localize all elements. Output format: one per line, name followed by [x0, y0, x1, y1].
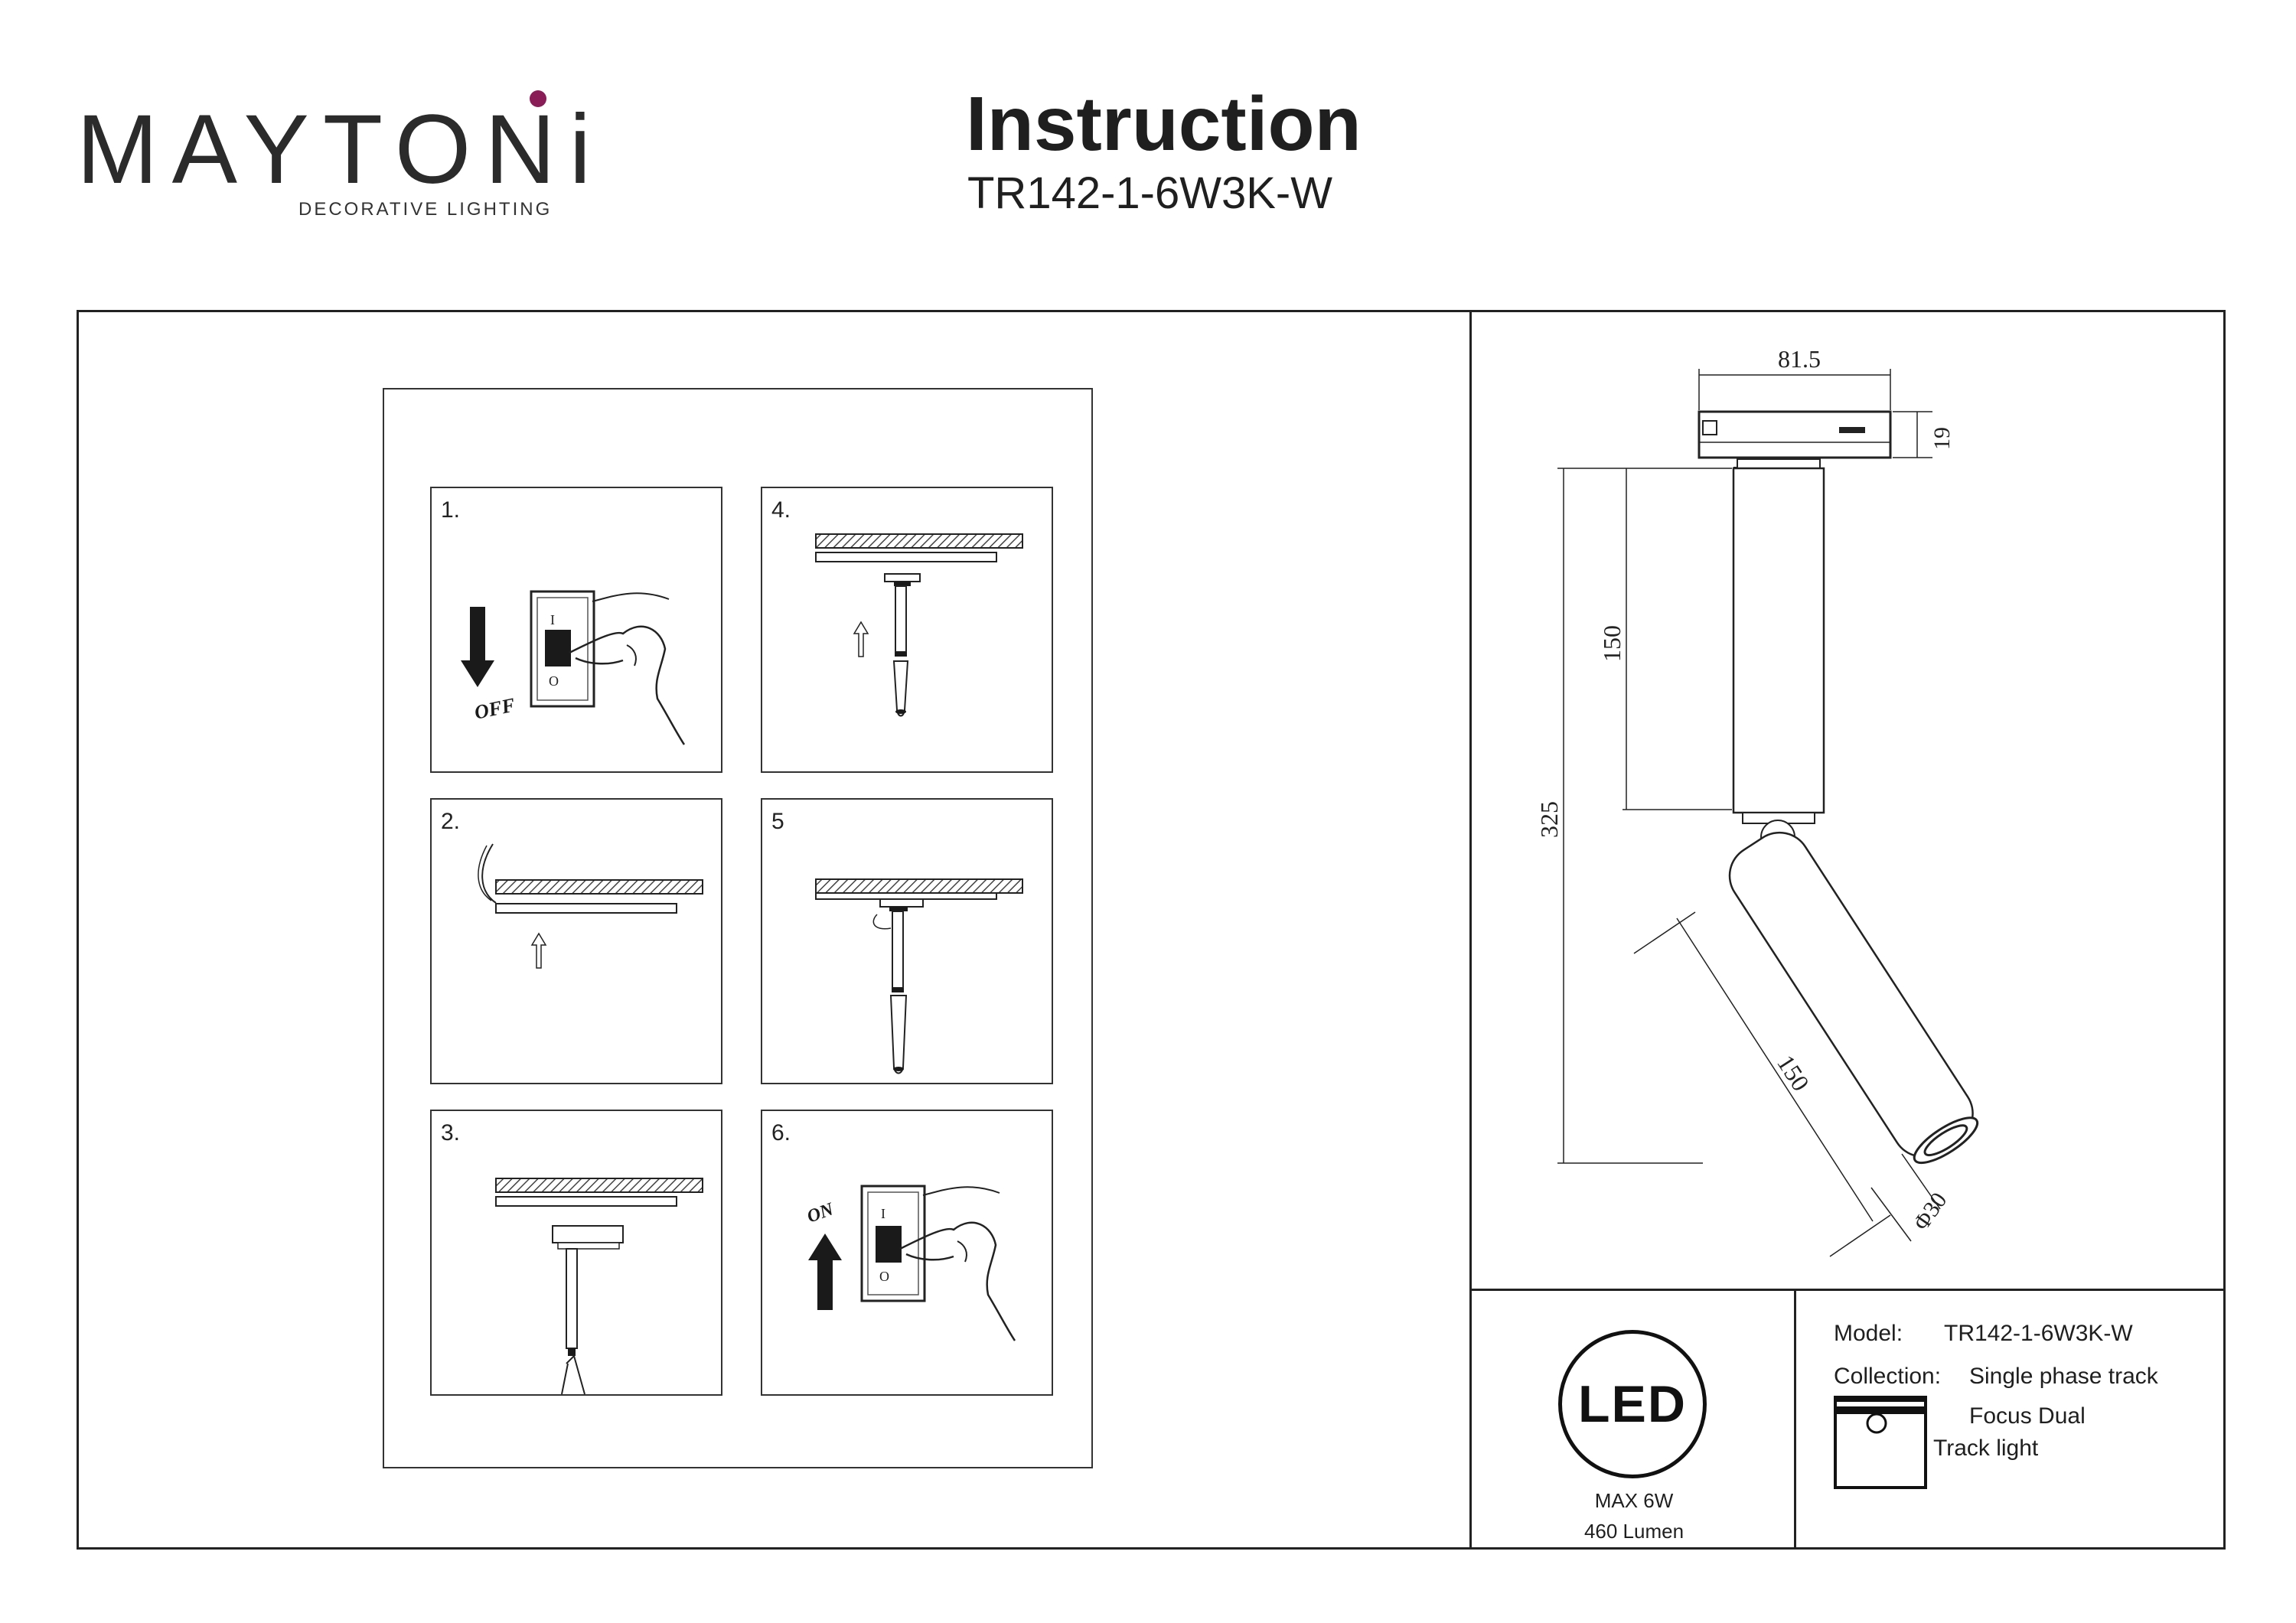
- spec-model-value: TR142-1-6W3K-W: [1944, 1321, 2133, 1346]
- led-power: MAX 6W: [1594, 1489, 1674, 1512]
- installation-steps: [383, 388, 1093, 1468]
- switch-off-label: OFF: [472, 693, 517, 723]
- step-2-number: 2.: [441, 809, 461, 834]
- step-6-panel: 6. ON I O: [761, 1110, 1053, 1396]
- step-5-number: 5: [771, 809, 784, 834]
- spec-collection-value-2: Focus Dual: [1969, 1403, 2086, 1429]
- switch-on-mark-6: I: [881, 1206, 885, 1221]
- step-3-panel: 3.: [430, 1110, 722, 1396]
- step-2-panel: 2.: [430, 798, 722, 1084]
- dimension-drawing: 81.5 19 150 325 150 Φ30: [1535, 345, 1979, 1257]
- switch-off-mark-6: O: [879, 1269, 889, 1284]
- model-code: TR142-1-6W3K-W: [967, 168, 1332, 218]
- brand-tagline: DECORATIVE LIGHTING: [298, 199, 553, 220]
- step-4-number: 4.: [771, 497, 791, 523]
- mount-adapter-illustration: [495, 1178, 703, 1394]
- spec-model-label: Model:: [1834, 1321, 1903, 1346]
- switch-on-label: ON: [804, 1199, 837, 1227]
- dim-total-label: 325: [1535, 801, 1563, 838]
- switch-off-mark: O: [549, 673, 559, 689]
- led-lumen: 460 Lumen: [1583, 1520, 1684, 1543]
- step-3-number: 3.: [441, 1120, 461, 1146]
- dim-stem-label: 150: [1598, 625, 1626, 662]
- page-title: Instruction: [966, 81, 1362, 167]
- brand-logo-dot: [530, 90, 546, 107]
- dim-width-label: 81.5: [1778, 345, 1821, 373]
- step-1-number: 1.: [441, 497, 461, 523]
- dim-top-height-label: 19: [1929, 427, 1955, 450]
- switch-off-illustration: I O OFF: [461, 590, 686, 745]
- spec-collection-value: Single phase track: [1969, 1364, 2158, 1389]
- dim-tube-label: 150: [1772, 1050, 1815, 1096]
- divider-vertical-specs: [1794, 1289, 1796, 1550]
- spec-collection-label: Collection:: [1834, 1364, 1942, 1389]
- divider-vertical-main: [1469, 310, 1472, 1550]
- document-frame: [77, 310, 2226, 1550]
- step-1-panel: 1. I O OFF: [430, 487, 722, 773]
- switch-on-illustration: ON I O: [804, 1185, 1016, 1341]
- led-badge: LED: [1558, 1330, 1707, 1478]
- divider-horizontal-specs: [1469, 1289, 2226, 1291]
- step-4-panel: 4.: [761, 487, 1053, 773]
- step-6-number: 6.: [771, 1120, 791, 1146]
- spec-type-value: Track light: [1933, 1436, 2039, 1461]
- brand-logo: MAYTONi: [77, 95, 605, 204]
- dim-diameter-label: Φ30: [1909, 1188, 1952, 1235]
- step-5-panel: 5: [761, 798, 1053, 1084]
- switch-on-mark: I: [550, 612, 555, 627]
- insert-lamp-illustration: [815, 533, 1023, 717]
- ceiling-track-illustration: [478, 843, 703, 969]
- track-light-icon: [1834, 1396, 1927, 1489]
- led-badge-label: LED: [1578, 1375, 1687, 1433]
- lamp-installed-illustration: [815, 878, 1023, 1074]
